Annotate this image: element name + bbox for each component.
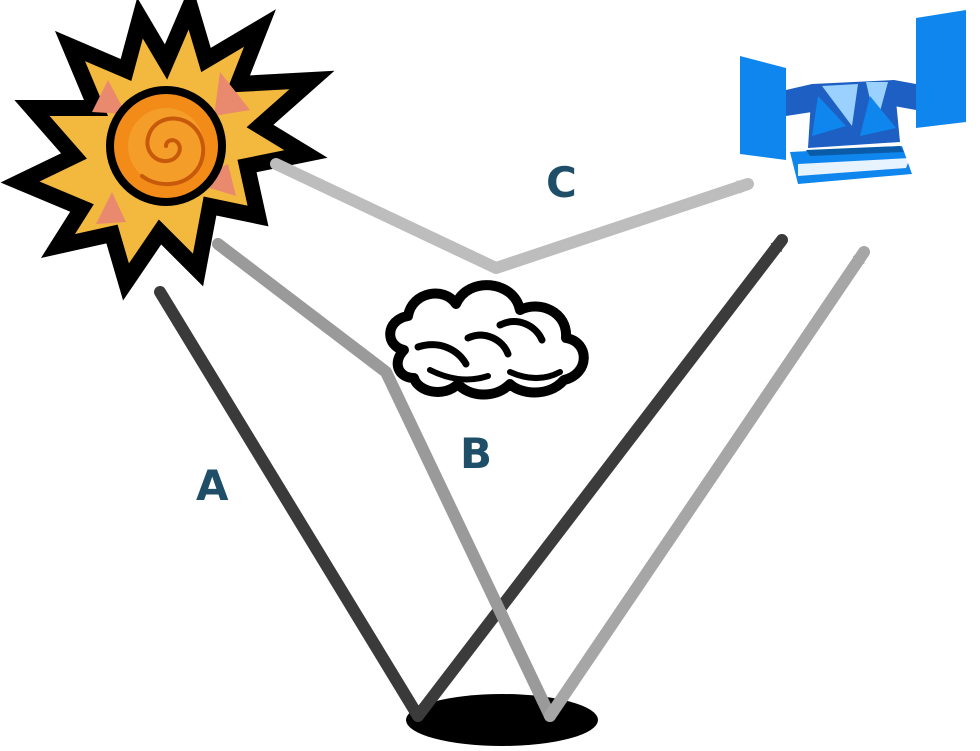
path-c-scattered <box>270 158 754 274</box>
path-a-reflected <box>412 234 788 722</box>
cloud-icon <box>385 280 589 400</box>
path-a-incident <box>154 286 424 722</box>
sun-icon <box>0 0 335 301</box>
label-c: C <box>546 158 577 207</box>
satellite-icon <box>740 10 966 184</box>
label-a: A <box>196 461 229 510</box>
path-b-incident <box>212 238 556 722</box>
path-b-reflected <box>544 246 870 722</box>
label-b: B <box>460 429 492 478</box>
